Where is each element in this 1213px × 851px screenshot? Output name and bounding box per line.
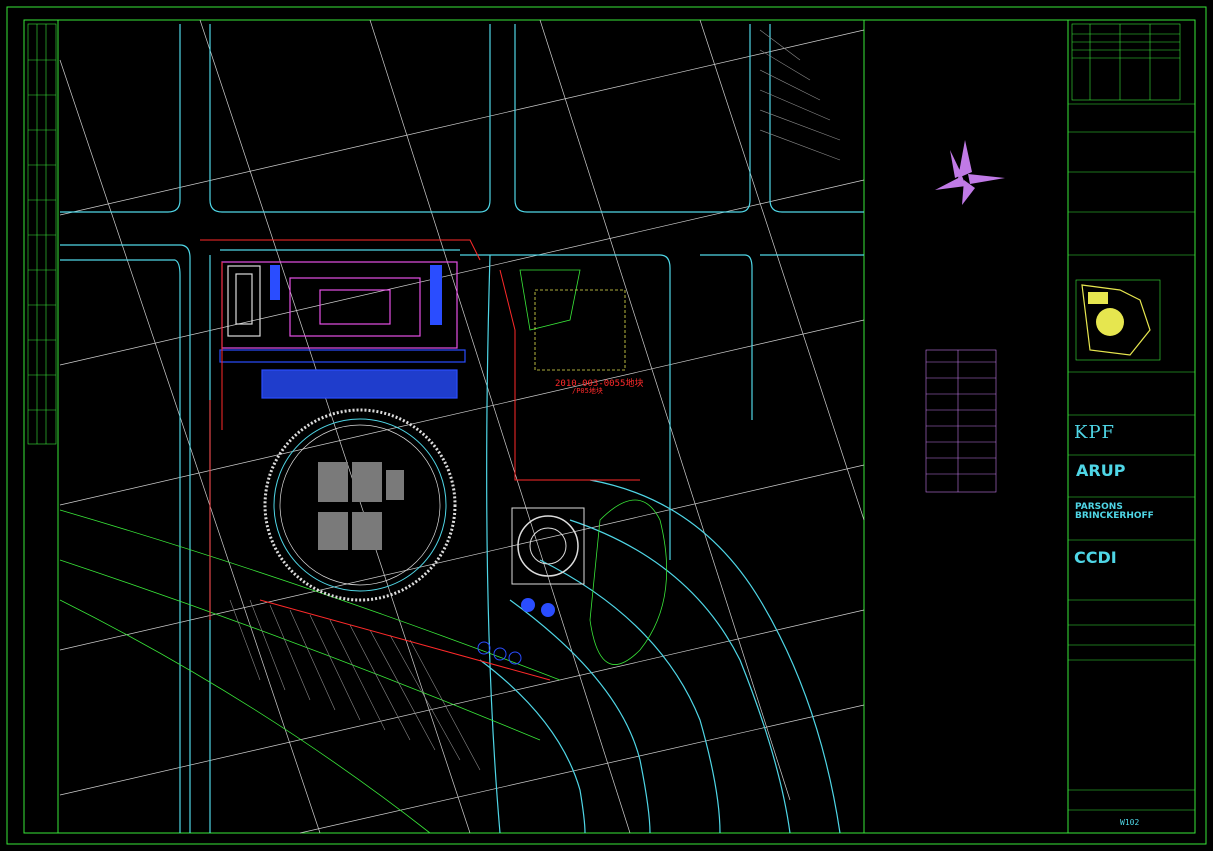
key-plan-thumbnail xyxy=(1075,279,1161,361)
tower-circle xyxy=(263,408,457,602)
kpf-logo: KPF xyxy=(1074,422,1116,443)
left-revision-strip xyxy=(27,23,57,445)
inner-border xyxy=(23,19,1196,834)
yellow-parcel xyxy=(534,289,626,371)
site-label-top: 2010-003-0055地块 xyxy=(555,379,644,389)
title-block xyxy=(1068,23,1195,811)
arup-logo: ARUP xyxy=(1076,461,1126,480)
parking-stripes xyxy=(229,29,841,771)
north-arrow-icon xyxy=(935,140,1005,205)
east-building xyxy=(477,507,585,665)
parsons-brinckerhoff-logo: PARSONS BRINCKERHOFF xyxy=(1075,502,1154,521)
coordinate-grid xyxy=(59,19,865,834)
landscape-lines xyxy=(59,269,668,834)
north-building xyxy=(219,261,466,399)
road-network xyxy=(60,24,864,834)
red-pipes xyxy=(200,239,640,681)
drawing-number: W102 xyxy=(1120,818,1140,827)
outer-border xyxy=(6,6,1207,845)
site-label-bottom: /P05地块 xyxy=(572,387,603,395)
legend-table xyxy=(925,349,997,493)
ccdi-logo: CCDI xyxy=(1074,548,1117,567)
